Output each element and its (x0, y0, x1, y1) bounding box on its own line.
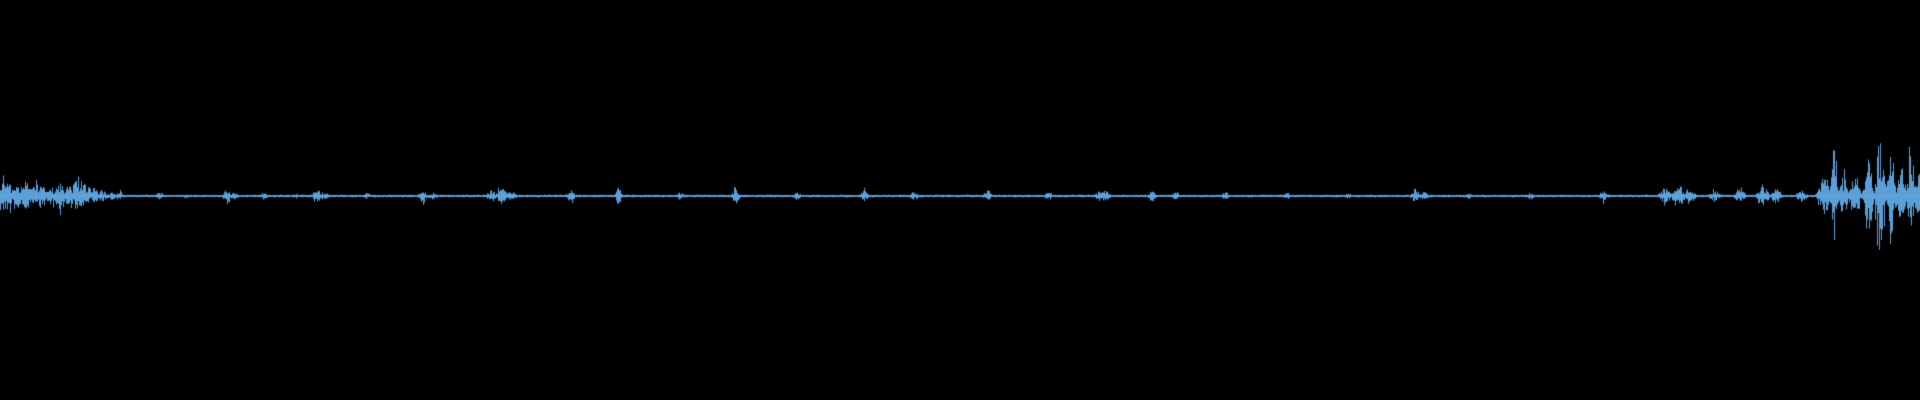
audio-waveform[interactable] (0, 0, 1920, 400)
audio-waveform-panel (0, 0, 1920, 400)
